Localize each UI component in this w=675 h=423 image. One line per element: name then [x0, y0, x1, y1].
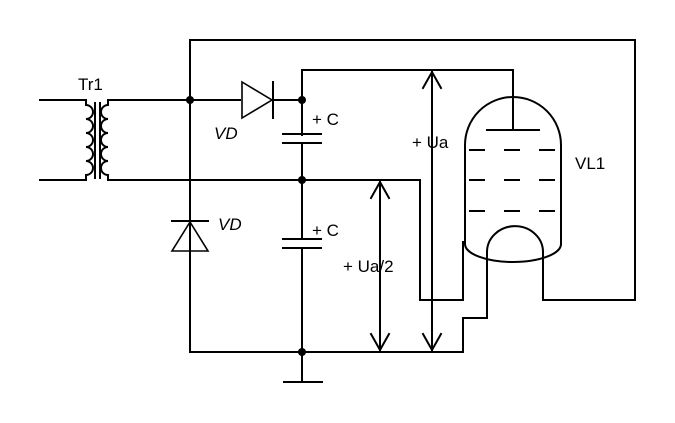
voltage-ua-label: + Ua: [412, 133, 449, 152]
voltage-arrow-ua: + Ua: [412, 69, 449, 353]
arrowhead-top: [369, 179, 391, 200]
voltage-ua2-label: + Ua/2: [343, 257, 394, 276]
tube-grids: [469, 149, 555, 212]
junction-dot: [298, 176, 306, 184]
capacitor-top-label: + C: [312, 110, 339, 129]
arrowhead-top: [421, 69, 443, 90]
capacitor-bottom: + C: [282, 221, 339, 249]
diode-bottom-label: VD: [218, 215, 242, 234]
transformer-secondary-winding: [100, 99, 191, 181]
diode-top: VD: [214, 80, 274, 143]
transformer: Tr1: [39, 75, 191, 181]
wiring: [107, 39, 636, 383]
junction-dot: [298, 96, 306, 104]
capacitor-top: + C: [282, 110, 339, 144]
transformer-primary-winding: [39, 99, 94, 181]
diode-icon: [241, 80, 274, 120]
diode-bottom: VD: [170, 215, 242, 252]
transformer-label: Tr1: [78, 75, 103, 94]
tube-label: VL1: [575, 154, 605, 173]
arrowhead-bottom: [369, 332, 391, 353]
arrowhead-bottom: [421, 332, 443, 353]
diode-top-label: VD: [214, 124, 238, 143]
vacuum-tube: VL1: [464, 96, 605, 263]
junctions: [186, 96, 306, 356]
wire-top-loop: [189, 39, 636, 301]
diode-icon: [170, 220, 210, 252]
junction-dot: [298, 348, 306, 356]
tube-cathode: [485, 225, 545, 254]
junction-dot: [186, 96, 194, 104]
capacitor-bottom-label: + C: [312, 221, 339, 240]
vacuum-tube-triode-icon: [464, 96, 562, 263]
wire-anode: [301, 69, 514, 131]
voltage-arrow-ua2: + Ua/2: [343, 179, 394, 353]
wire-to-grid: [301, 179, 464, 301]
wire-cathode-lead: [462, 251, 488, 319]
